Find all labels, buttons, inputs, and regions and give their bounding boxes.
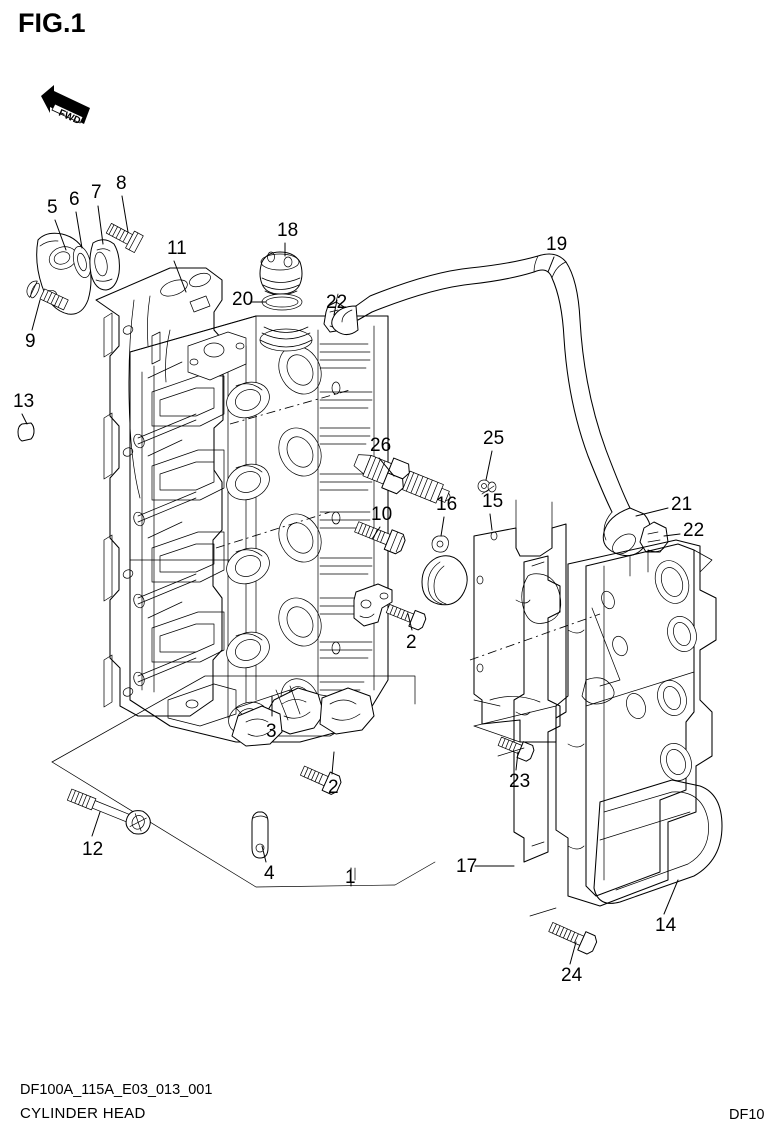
callout-17: 17 [456,856,478,877]
callout-22b: 22 [683,520,705,541]
bolt-2-upper [385,604,427,631]
valve-bracket [353,583,393,627]
callout-6: 6 [69,189,80,210]
bolt-23 [497,736,535,762]
callout-3: 3 [266,721,277,742]
callout-8: 8 [116,173,127,194]
drawing-code: DF100A_115A_E03_013_001 [20,1082,213,1099]
callout-24: 24 [561,965,583,986]
callout-16: 16 [436,494,458,515]
hose-clip-22-lower [639,521,669,553]
oil-filler-cap-18 [259,251,303,296]
callout-1: 1 [345,867,356,888]
callout-15: 15 [482,491,504,512]
callout-12: 12 [82,839,104,860]
callout-18: 18 [277,220,299,241]
callout-7: 7 [91,182,102,203]
cylinder-head-cover-14 [469,539,723,907]
cylinder-head-body-1 [129,315,389,743]
callout-21: 21 [671,494,693,515]
callout-25: 25 [483,428,505,449]
cylinder-head-gasket-11 [95,267,224,717]
cover-seal-17 [513,555,561,863]
footer-block: DF100A_115A_E03_013_001 CYLINDER HEAD [20,1079,212,1125]
callout-26: 26 [370,435,392,456]
leader-lines [21,195,681,965]
footer-right-code: DF10 [729,1107,765,1123]
cover-gasket-15 [473,523,567,743]
assembly-boundary-1 [51,675,436,888]
callout-19: 19 [546,234,568,255]
dowel-pin-13 [17,422,35,442]
callout-9: 9 [25,331,36,352]
callout-11: 11 [167,238,187,259]
bolt-24 [548,922,598,955]
cylinder-head-bolt-12 [66,788,151,835]
callout-20: 20 [232,289,254,310]
thermostat-assembly [26,223,144,315]
callout-4: 4 [264,863,275,884]
figure-title: FIG.1 [18,8,86,38]
hose-clamp-16 [421,535,468,606]
callout-2a: 2 [406,632,417,653]
callout-2b: 2 [328,777,339,798]
cam-cap-3 [231,685,375,747]
callout-23: 23 [509,771,531,792]
callout-14: 14 [655,915,677,936]
dowel-pin-4 [251,811,269,859]
callout-10: 10 [371,504,393,525]
o-ring-20 [261,293,303,311]
assembly-name: CYLINDER HEAD [20,1104,146,1122]
callout-5: 5 [47,197,58,218]
callout-13: 13 [13,391,35,412]
callout-22a: 22 [326,292,348,313]
forward-arrow-icon: FWD [38,82,96,127]
